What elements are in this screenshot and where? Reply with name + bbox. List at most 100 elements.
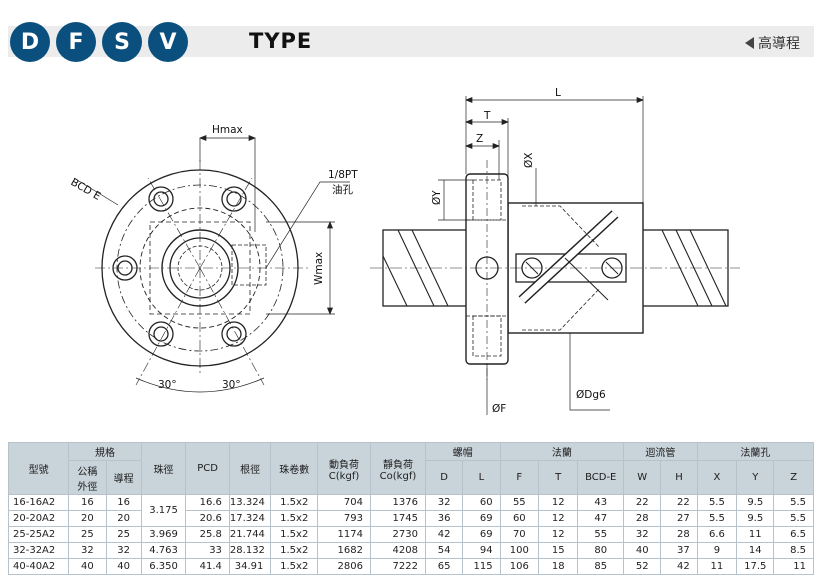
side-view — [370, 96, 740, 415]
cell-h: 27 — [660, 510, 698, 527]
col-ball: 珠徑 — [140, 442, 187, 495]
dim-x-label: ØX — [523, 153, 535, 168]
col-spec: 規格 — [68, 442, 142, 461]
cell-h: 22 — [660, 494, 698, 511]
cell-z: 11 — [773, 558, 814, 575]
type-title: TYPE — [249, 29, 313, 53]
dim-y-label: ØY — [431, 190, 443, 205]
cell-t: 15 — [537, 542, 579, 559]
cell-lead: 25 — [105, 526, 142, 543]
cell-ball: 3.175 — [140, 494, 187, 527]
cell-y: 9.5 — [736, 494, 775, 511]
cell-t: 12 — [537, 526, 579, 543]
back-arrow-icon — [745, 37, 754, 49]
col-root: 根徑 — [228, 442, 272, 495]
cell-d: 54 — [424, 542, 464, 559]
cell-z: 5.5 — [773, 510, 814, 527]
lead-tag[interactable]: 高導程 — [745, 33, 800, 53]
cell-t: 18 — [537, 558, 579, 575]
cell-ball: 3.969 — [140, 526, 187, 543]
cell-f: 70 — [499, 526, 540, 543]
cell-f: 55 — [499, 494, 540, 511]
cell-d: 32 — [424, 494, 464, 511]
cell-l: 94 — [462, 542, 501, 559]
cell-root: 17.324 — [228, 510, 272, 527]
dim-l-label: L — [555, 87, 561, 99]
col-f: F — [499, 460, 540, 495]
dim-f-label: ØF — [492, 403, 506, 415]
col-lead: 導程 — [105, 460, 142, 495]
cell-turns: 1.5x2 — [270, 494, 319, 511]
cell-d: 65 — [424, 558, 464, 575]
cell-bcd: 47 — [577, 510, 625, 527]
cell-x: 5.5 — [696, 494, 738, 511]
cell-model: 16-16A2 — [7, 494, 70, 511]
cell-h: 37 — [660, 542, 698, 559]
cell-model: 40-40A2 — [7, 558, 70, 575]
cell-nominal: 25 — [68, 526, 107, 543]
cell-co: 7222 — [369, 558, 426, 575]
cell-ball: 4.763 — [140, 542, 187, 559]
cell-model: 25-25A2 — [7, 526, 70, 543]
cell-z: 5.5 — [773, 494, 814, 511]
cell-w: 32 — [623, 526, 662, 543]
cell-d: 36 — [424, 510, 464, 527]
cell-turns: 1.5x2 — [270, 510, 319, 527]
cell-c: 1682 — [317, 542, 371, 559]
col-bcd: BCD-E — [577, 460, 625, 495]
cell-ball: 6.350 — [140, 558, 187, 575]
wmax-label: Wmax — [313, 252, 325, 285]
cell-nominal: 16 — [68, 494, 107, 511]
cell-x: 9 — [696, 542, 738, 559]
cell-c: 793 — [317, 510, 371, 527]
col-flange-hole: 法蘭孔 — [696, 442, 815, 461]
col-return-tube: 迴流管 — [623, 442, 698, 461]
col-turns: 珠卷數 — [270, 442, 319, 495]
header-bar — [8, 26, 814, 57]
cell-y: 9.5 — [736, 510, 775, 527]
cell-y: 11 — [736, 526, 775, 543]
col-t: T — [537, 460, 579, 495]
cell-z: 8.5 — [773, 542, 814, 559]
cell-turns: 1.5x2 — [270, 558, 319, 575]
cell-turns: 1.5x2 — [270, 526, 319, 543]
cell-lead: 40 — [105, 558, 142, 575]
cell-bcd: 43 — [577, 494, 625, 511]
cell-t: 12 — [537, 494, 579, 511]
type-badges: D F S V — [10, 22, 188, 62]
technical-drawing: Hmax BCD E 1/8PT 油孔 Wmax 30° 30° — [69, 87, 740, 415]
cell-co: 1376 — [369, 494, 426, 511]
col-x: X — [696, 460, 738, 495]
cell-root: 34.91 — [228, 558, 272, 575]
col-d: D — [424, 460, 464, 495]
col-pcd: PCD — [185, 442, 230, 495]
cell-bcd: 80 — [577, 542, 625, 559]
front-view-labels: Hmax BCD E 1/8PT 油孔 Wmax 30° 30° — [69, 124, 359, 391]
cell-root: 21.744 — [228, 526, 272, 543]
cell-pcd: 16.6 — [185, 494, 230, 511]
cell-w: 22 — [623, 494, 662, 511]
cell-pcd: 25.8 — [185, 526, 230, 543]
cell-bcd: 85 — [577, 558, 625, 575]
hmax-label: Hmax — [212, 124, 243, 136]
col-y: Y — [736, 460, 775, 495]
cell-pcd: 20.6 — [185, 510, 230, 527]
cell-w: 28 — [623, 510, 662, 527]
col-h: H — [660, 460, 698, 495]
cell-root: 28.132 — [228, 542, 272, 559]
lead-tag-label: 高導程 — [758, 36, 800, 52]
cell-d: 42 — [424, 526, 464, 543]
cell-x: 5.5 — [696, 510, 738, 527]
cell-l: 69 — [462, 526, 501, 543]
cell-pcd: 41.4 — [185, 558, 230, 575]
cell-c: 2806 — [317, 558, 371, 575]
col-w: W — [623, 460, 662, 495]
cell-turns: 1.5x2 — [270, 542, 319, 559]
cell-model: 20-20A2 — [7, 510, 70, 527]
col-z: Z — [773, 460, 814, 495]
